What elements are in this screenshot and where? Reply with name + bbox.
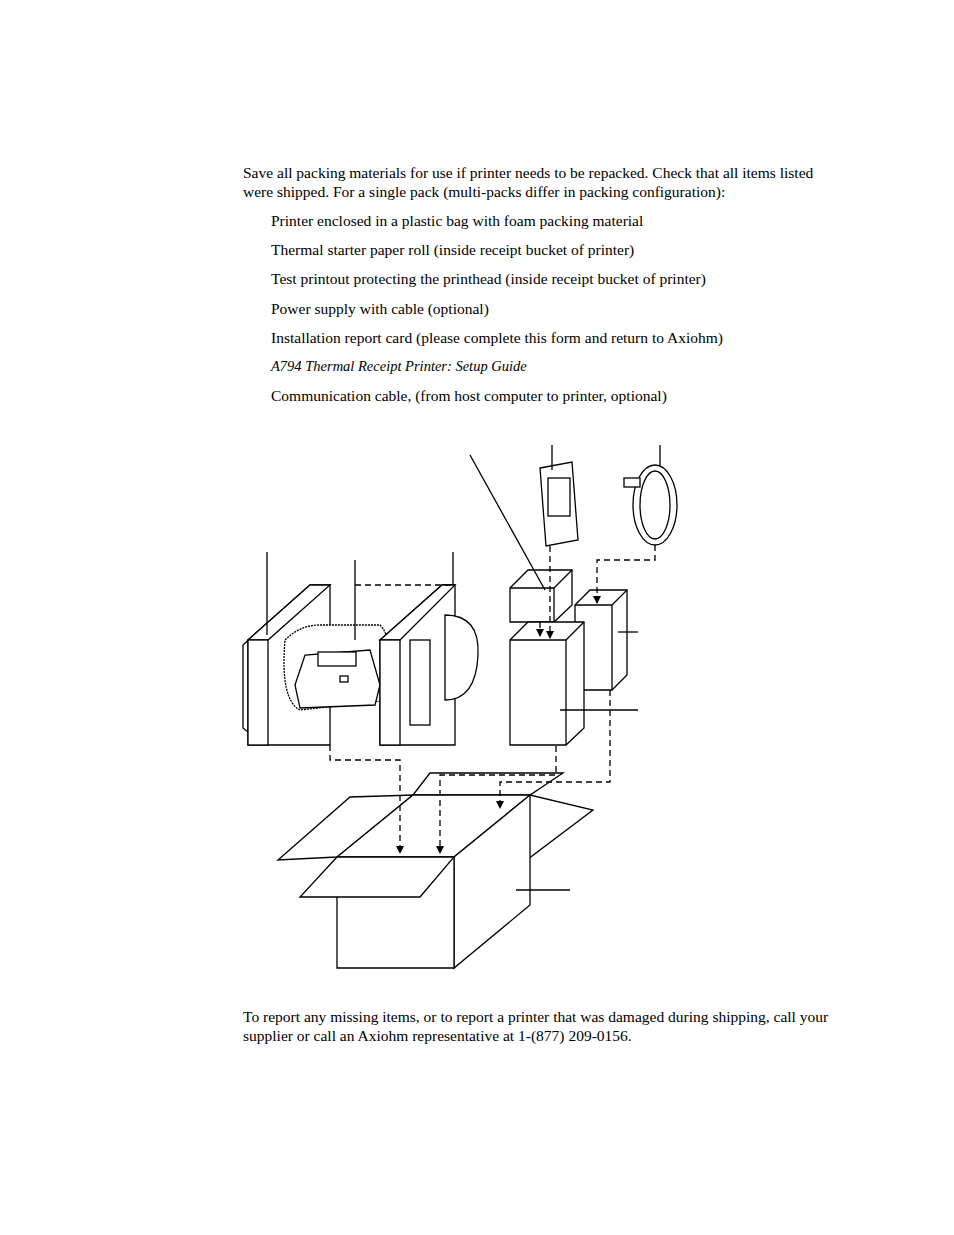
accessory-inserts-part [510,570,572,622]
shipping-carton-part [300,857,454,897]
assembly-arrows-part [549,546,550,638]
printer-with-foam-part [410,640,430,725]
printer-with-foam-part [318,652,356,666]
assembly-arrows-part [539,622,540,636]
printer-with-foam-part [266,552,267,635]
shipping-carton [278,773,593,968]
accessory-inserts-part [618,631,638,632]
assembly-arrows-part [440,746,556,853]
printer-with-foam [243,552,478,745]
assembly-arrows-part [597,545,655,603]
accessory-inserts-part [575,604,612,605]
accessory-inserts-part [510,587,554,588]
assembly-arrows-part [355,584,455,585]
accessory-inserts-part [566,622,584,640]
list-item: Test printout protecting the printhead (… [271,269,851,288]
accessory-inserts-part [560,709,638,710]
intro-paragraph: Save all packing materials for use if pr… [243,163,843,201]
accessory-inserts-part [470,455,545,590]
list-item: A794 Thermal Receipt Printer: Setup Guid… [271,357,851,376]
accessory-inserts [470,445,677,745]
accessory-inserts-part [554,570,572,588]
contact-paragraph: To report any missing items, or to repor… [243,1007,843,1045]
list-item: Printer enclosed in a plastic bag with f… [271,211,851,230]
accessory-inserts-part [540,462,578,546]
shipping-carton-part [516,889,570,890]
printer-with-foam-part [380,585,455,745]
printer-with-foam-part [248,640,268,745]
accessory-inserts-part [510,639,566,640]
accessory-inserts-part [551,445,552,470]
assembly-arrows-part [330,745,400,853]
accessory-inserts-part [659,445,660,466]
printer-with-foam-part [354,560,355,640]
printer-with-foam-part [452,552,453,585]
list-item: Power supply with cable (optional) [271,299,851,318]
accessory-inserts-part [611,605,612,690]
printer-with-foam-part [340,676,348,682]
accessory-inserts-part [553,588,554,622]
list-item: Communication cable, (from host computer… [271,386,851,405]
accessory-inserts-part [510,622,584,745]
printer-with-foam-part [380,585,455,640]
assembly-arrows-part [500,690,610,808]
accessory-inserts-part [640,471,670,539]
list-item: Thermal starter paper roll (inside recei… [271,240,851,259]
accessory-inserts-part [565,640,566,745]
shipping-carton-part [454,795,530,968]
printer-with-foam-part [284,625,391,710]
accessory-inserts-part [548,478,570,516]
accessory-inserts-part [612,590,627,605]
accessory-inserts-part [633,465,677,545]
printer-with-foam-part [380,640,400,745]
accessory-inserts-part [624,478,640,487]
printer-with-foam-part [445,615,478,700]
assembly-arrows [330,545,655,853]
list-item: Installation report card (please complet… [271,328,851,347]
shipping-carton-part [413,773,563,795]
printer-with-foam-part [295,650,380,708]
